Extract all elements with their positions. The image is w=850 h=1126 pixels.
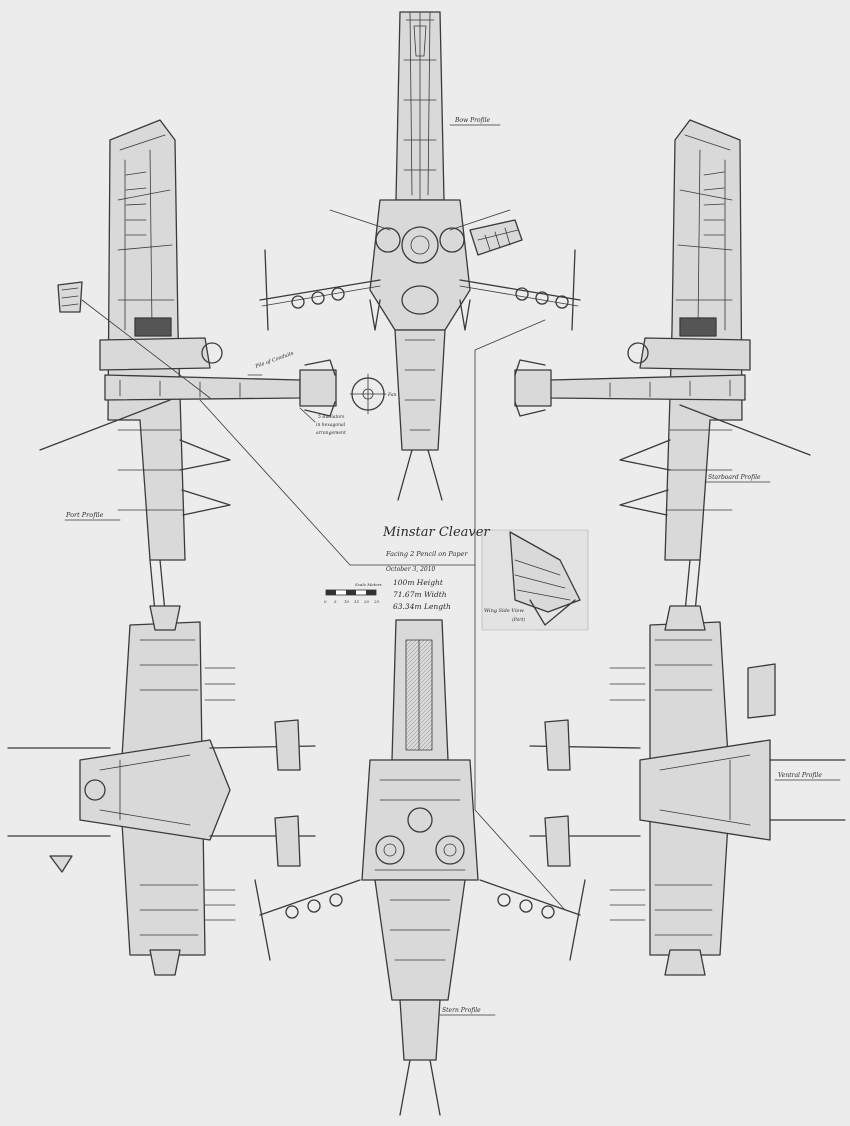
sheet-title: Minstar Cleaver <box>382 525 490 540</box>
scale-tick-2: 10 <box>344 599 350 604</box>
wing-side-view-label: Wing Side View <box>484 608 525 614</box>
scale-tick-4: 20 <box>363 599 370 604</box>
bow-profile-drawing <box>259 11 581 501</box>
note-fan: Fan <box>387 392 396 398</box>
sheet-date: October 3, 2010 <box>386 566 436 573</box>
bow-profile-label: Bow Profile <box>454 117 491 124</box>
note-radiators-line3: arrangement <box>316 430 346 436</box>
port-profile-drawing <box>39 119 387 613</box>
note-pile-of-conduits: Pile of Conduits <box>254 350 295 370</box>
stern-profile-drawing <box>254 619 586 1116</box>
wing-side-view-sublabel: (Port) <box>512 616 525 623</box>
ventral-profile-drawing <box>529 605 846 976</box>
scale-tick-5: 25 <box>373 599 380 604</box>
sheet-subtitle: Facing 2 Pencil on Paper <box>385 550 468 558</box>
wing-side-view-drawing <box>481 529 589 631</box>
dimension-length: 63.34m Length <box>393 602 451 611</box>
ventral-profile-label: Ventral Profile <box>778 772 822 779</box>
scale-tick-3: 15 <box>354 599 360 604</box>
starboard-profile-drawing <box>514 119 811 613</box>
scale-tick-0: 0 <box>324 599 327 604</box>
stern-profile-label: Stern Profile <box>442 1007 481 1014</box>
dorsal-left-drawing <box>7 605 316 976</box>
dimension-width: 71.67m Width <box>393 590 447 599</box>
starboard-profile-label: Starboard Profile <box>708 474 761 481</box>
note-radiators-line2: in hexagonal <box>316 422 346 428</box>
scale-bar-label: Scale Meters <box>355 582 382 587</box>
scale-bar: Scale Meters 0 5 10 15 20 25 <box>324 582 382 604</box>
note-radiators-line1: 5 Radiators <box>318 414 345 420</box>
port-profile-label: Port Profile <box>65 511 104 519</box>
dimension-height: 100m Height <box>393 578 444 587</box>
scale-tick-1: 5 <box>334 599 337 604</box>
title-block: Minstar Cleaver Facing 2 Pencil on Paper… <box>382 525 490 611</box>
leader-lines <box>64 124 841 1016</box>
